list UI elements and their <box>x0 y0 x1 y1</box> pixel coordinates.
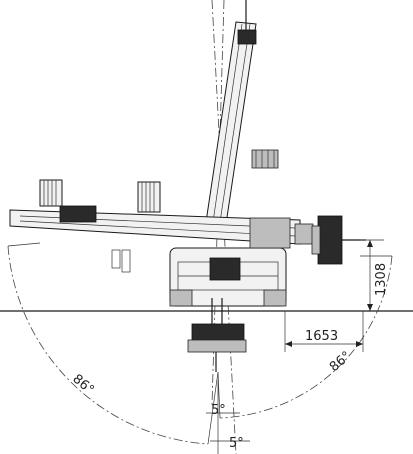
mast <box>205 0 279 225</box>
tilt-inner-label: 5° <box>211 403 226 418</box>
horizontal-boom <box>9 205 314 249</box>
tilt-outer-label: 5° <box>229 436 244 451</box>
crawler-undercarriage <box>169 247 287 307</box>
swing-right-label: 86° <box>327 349 354 375</box>
reach-dimension: 1653 <box>284 311 364 352</box>
bottom-drill-head <box>187 298 247 372</box>
height-dimension-label: 1308 <box>374 263 389 296</box>
reach-dimension-label: 1653 <box>305 329 338 344</box>
stabilizer-legs <box>111 249 131 273</box>
swing-arc-left <box>7 245 209 445</box>
right-drill-head <box>311 215 366 265</box>
radiator-left <box>39 179 161 213</box>
swing-left-label: 86° <box>69 372 96 398</box>
swing-arc-right <box>219 255 393 419</box>
height-dimension: 1308 <box>360 239 389 311</box>
